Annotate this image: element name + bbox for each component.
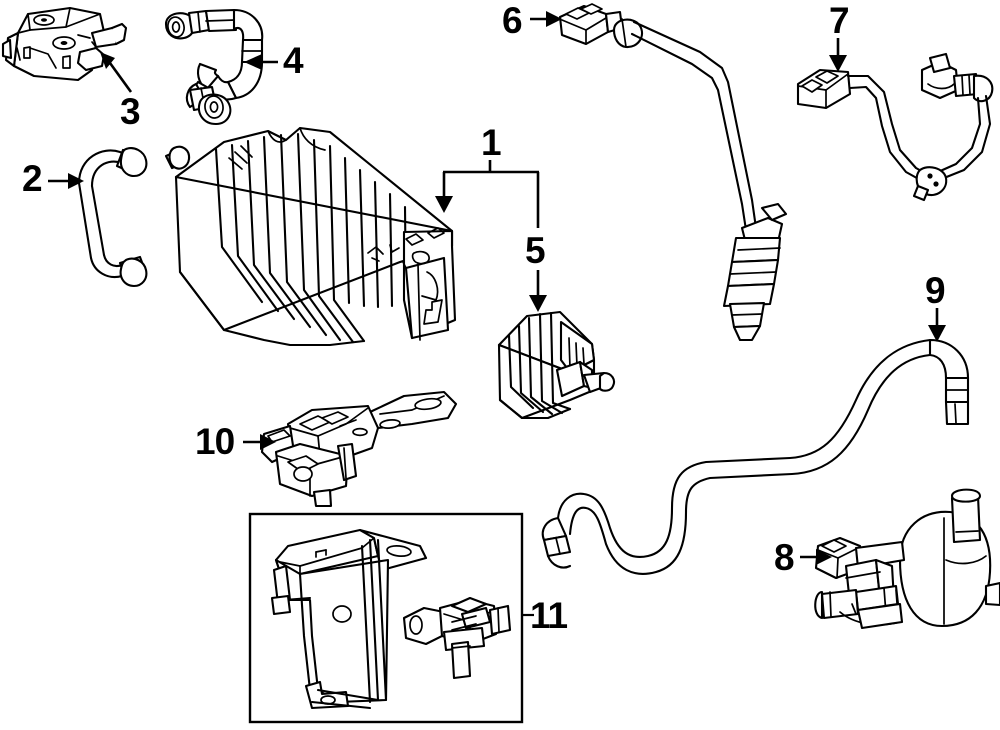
part-vapor-pressure-pump[interactable] bbox=[814, 488, 1000, 630]
part-bracket-and-sensor-kit[interactable] bbox=[270, 528, 512, 710]
part-purge-valve-bracket[interactable] bbox=[260, 390, 458, 508]
callout-leader-3 bbox=[100, 52, 133, 93]
callout-label-2: 2 bbox=[22, 158, 43, 199]
part-canister-filter[interactable] bbox=[497, 310, 616, 420]
callout-leader-5 bbox=[529, 270, 547, 312]
callout-leader-6 bbox=[530, 11, 562, 27]
item-11-group-box bbox=[248, 512, 524, 724]
callout-label-7: 7 bbox=[829, 0, 850, 41]
callout-leader-4 bbox=[244, 54, 278, 70]
callout-leader-8 bbox=[800, 549, 832, 565]
callout-label-3: 3 bbox=[120, 91, 141, 132]
part-oxygen-sensor-front[interactable] bbox=[558, 3, 788, 342]
callout-label-1: 1 bbox=[481, 122, 502, 163]
part-fuel-vapor-hose[interactable] bbox=[77, 147, 148, 288]
callout-leader-2 bbox=[48, 173, 84, 189]
callout-leader-9 bbox=[928, 308, 946, 342]
part-canister-hose[interactable] bbox=[541, 338, 970, 575]
callout-label-4: 4 bbox=[283, 40, 304, 81]
part-purge-control-valve[interactable] bbox=[1, 6, 128, 82]
callout-label-9: 9 bbox=[925, 270, 946, 311]
callout-label-8: 8 bbox=[774, 537, 795, 578]
callout-leader-10 bbox=[243, 434, 276, 450]
callout-label-5: 5 bbox=[525, 230, 546, 271]
callout-label-10: 10 bbox=[195, 421, 235, 462]
callout-leader-7 bbox=[829, 38, 847, 72]
callout-leader-1 bbox=[435, 160, 540, 228]
callout-label-11: 11 bbox=[530, 595, 568, 636]
part-vapor-tube-hose[interactable] bbox=[164, 8, 264, 126]
callout-label-6: 6 bbox=[502, 0, 523, 41]
part-vapor-canister-assembly[interactable] bbox=[164, 126, 457, 347]
part-oxygen-sensor-rear[interactable] bbox=[796, 52, 994, 202]
